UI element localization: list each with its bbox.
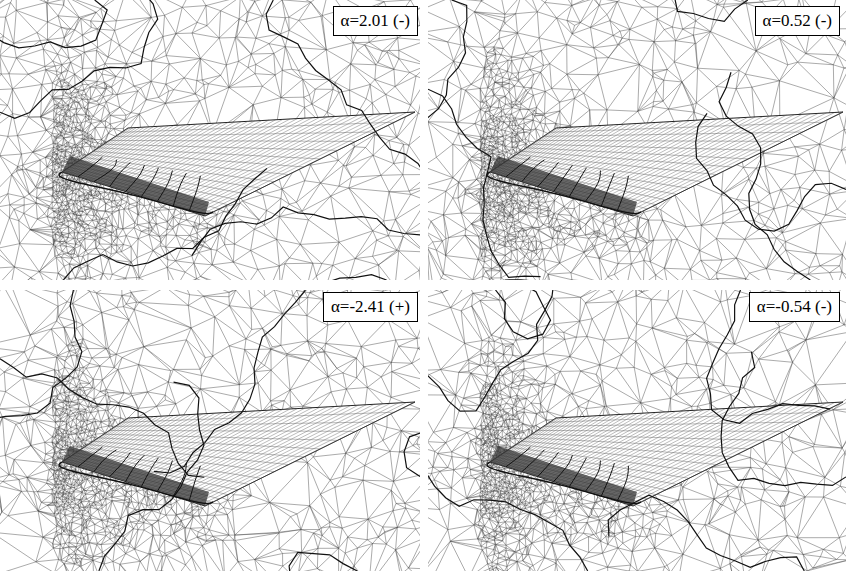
angle-label-box: α=0.52 (-) bbox=[755, 6, 840, 36]
angle-label-box: α=2.01 (-) bbox=[333, 6, 418, 36]
angle-label-box: α=-0.54 (-) bbox=[749, 292, 840, 322]
volume-mesh bbox=[428, 290, 846, 571]
mesh-panel bbox=[428, 0, 846, 280]
wing-surface bbox=[490, 112, 843, 216]
partition-boundary bbox=[0, 0, 420, 280]
angle-label: α=-0.54 (-) bbox=[757, 296, 832, 318]
leading-edge-mesh bbox=[62, 446, 209, 506]
partition-boundary bbox=[0, 290, 420, 571]
volume-mesh bbox=[428, 0, 846, 280]
wing-surface bbox=[490, 402, 843, 506]
partition-boundary bbox=[428, 0, 846, 280]
angle-label: α=2.01 (-) bbox=[341, 10, 410, 32]
leading-edge-mesh bbox=[490, 156, 637, 216]
leading-edge-mesh bbox=[490, 446, 637, 506]
surface-mesh bbox=[490, 112, 843, 216]
mesh-panel bbox=[428, 290, 846, 571]
surface-mesh bbox=[490, 402, 843, 506]
partition-boundary bbox=[428, 290, 846, 571]
mesh-panel bbox=[0, 0, 420, 280]
wing-surface bbox=[62, 112, 415, 216]
surface-mesh bbox=[62, 112, 415, 216]
mesh-panel bbox=[0, 290, 420, 571]
volume-mesh bbox=[0, 290, 420, 571]
wing-surface bbox=[62, 402, 415, 506]
surface-mesh bbox=[62, 402, 415, 506]
angle-label-box: α=-2.41 (+) bbox=[323, 292, 418, 322]
angle-label: α=-2.41 (+) bbox=[331, 296, 410, 318]
volume-mesh bbox=[0, 0, 420, 280]
leading-edge-mesh bbox=[62, 156, 209, 216]
angle-label: α=0.52 (-) bbox=[763, 10, 832, 32]
